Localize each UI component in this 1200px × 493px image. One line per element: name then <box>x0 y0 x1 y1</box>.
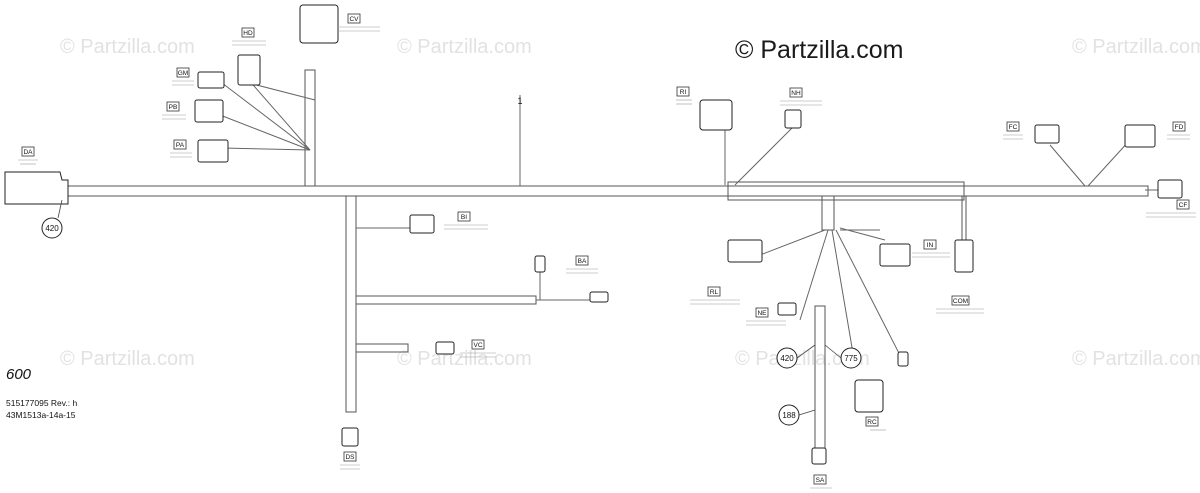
doc-ref-line2: 43M1513a-14a-15 <box>6 410 76 420</box>
connector-vc-icon <box>435 341 455 355</box>
label-ds: DS <box>345 454 355 461</box>
connector-ri-icon <box>699 99 733 131</box>
harness-label: 1 <box>517 96 522 106</box>
label-ne: NE <box>757 310 767 317</box>
label-fc: FC <box>1009 124 1018 131</box>
watermark: © Partzilla.com <box>397 348 532 370</box>
label-pa: PA <box>176 142 185 149</box>
page-number: 600 <box>6 366 32 383</box>
label-pb: PB <box>169 104 178 111</box>
callout-420-left-text: 420 <box>45 224 59 233</box>
label-in: IN <box>927 242 934 249</box>
label-rc: RC <box>867 419 877 426</box>
connector-ba-plug-icon <box>589 291 609 303</box>
callout-420-mid-text: 420 <box>780 354 794 363</box>
branch-down-left <box>345 195 357 413</box>
branch-ba <box>355 295 537 305</box>
label-cv: CV <box>349 16 359 23</box>
watermark: © Partzilla.com <box>60 348 195 370</box>
junction-block <box>727 181 965 201</box>
connector-ne-icon <box>777 302 797 316</box>
connector-pb-icon <box>194 99 224 123</box>
ecm-connector-icon <box>4 171 69 205</box>
connector-rl-icon <box>727 239 763 263</box>
connector-bi-icon <box>409 214 435 234</box>
label-ba: BA <box>578 258 587 265</box>
branch-top-left <box>304 69 316 187</box>
label-nh: NH <box>791 90 801 97</box>
main-trunk <box>67 185 1149 197</box>
label-ri: RI <box>680 89 687 96</box>
label-gm: GM <box>178 70 188 77</box>
label-hd: HD <box>243 30 253 37</box>
copyright-notice: © Partzilla.com <box>735 36 904 64</box>
branch-vc <box>355 343 409 353</box>
label-com: COM <box>953 298 968 305</box>
connector-sensor-icon <box>897 351 909 367</box>
callout-188-text: 188 <box>782 411 796 420</box>
callout-420-left <box>41 217 63 239</box>
watermark: © Partzilla.com <box>1072 348 1200 370</box>
watermark: © Partzilla.com <box>60 36 195 58</box>
connector-rc-icon <box>854 379 884 413</box>
connector-ds-icon <box>341 427 359 447</box>
watermark: © Partzilla.com <box>1072 36 1200 58</box>
connector-cf-icon <box>1157 179 1183 199</box>
connector-ba-icon <box>534 255 546 273</box>
connector-in-icon <box>879 243 911 267</box>
label-fd: FD <box>1175 124 1184 131</box>
connector-nh-icon <box>784 109 802 129</box>
label-rl: RL <box>710 289 719 296</box>
connector-sa-icon <box>811 447 827 465</box>
connector-fd-icon <box>1124 124 1156 148</box>
label-cf: CF <box>1179 202 1188 209</box>
branch-down-mid <box>821 195 835 231</box>
branch-sa <box>814 305 826 453</box>
label-bi: BI <box>461 214 467 221</box>
connector-cv-icon <box>299 4 339 44</box>
label-sa: SA <box>816 477 825 484</box>
label-da: DA <box>23 149 33 156</box>
connector-pa-icon <box>197 139 229 163</box>
connector-com-icon <box>954 239 974 273</box>
callout-775-text: 775 <box>844 354 858 363</box>
watermark: © Partzilla.com <box>397 36 532 58</box>
doc-ref-line1: 515177095 Rev.: h <box>6 398 78 408</box>
label-vc: VC <box>473 342 482 349</box>
connector-gm-icon <box>197 71 225 89</box>
connector-hd-icon <box>237 54 261 86</box>
connector-fc-icon <box>1034 124 1060 144</box>
